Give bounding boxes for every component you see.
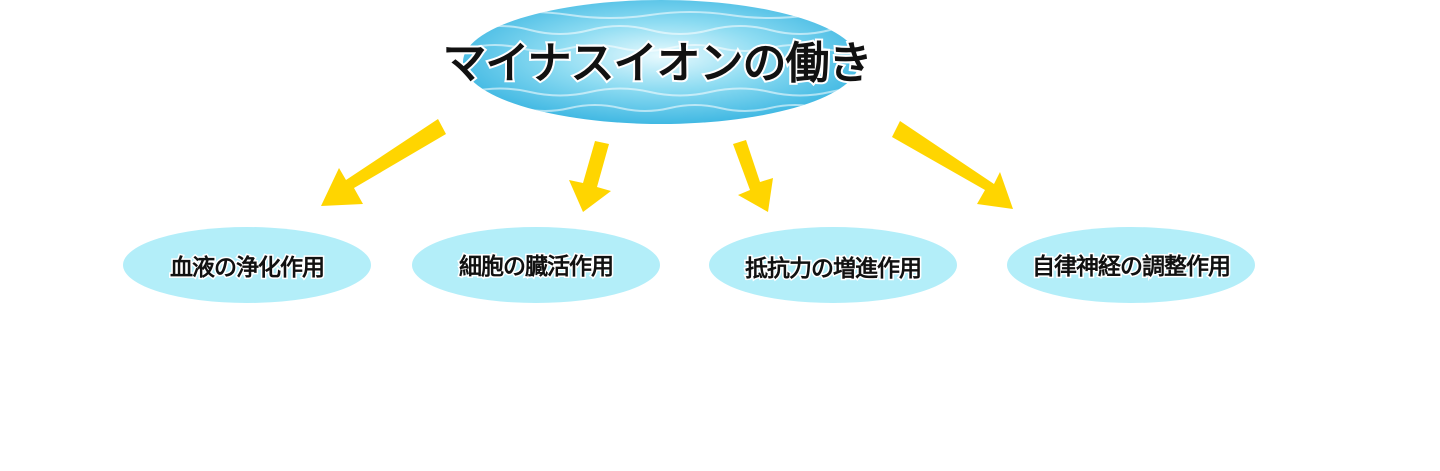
arrow-to-node-3 xyxy=(733,140,773,212)
diagram-title: マイナスイオンの働き xyxy=(442,38,871,89)
node-label: 自律神経の調整作用 xyxy=(1032,253,1230,280)
node-4: 自律神経の調整作用 xyxy=(1007,227,1255,303)
node-label: 抵抗力の増進作用 xyxy=(745,255,921,282)
arrow-to-node-4 xyxy=(892,121,1013,209)
node-label: 細胞の臓活作用 xyxy=(459,253,613,280)
node-label: 血液の浄化作用 xyxy=(170,254,324,281)
arrow-to-node-2 xyxy=(569,141,611,212)
node-3: 抵抗力の増進作用 xyxy=(709,227,957,303)
node-1: 血液の浄化作用 xyxy=(123,227,371,303)
arrows xyxy=(321,119,1013,212)
title-bubble: マイナスイオンの働き xyxy=(440,0,875,124)
arrow-to-node-1 xyxy=(321,119,446,206)
node-2: 細胞の臓活作用 xyxy=(412,227,660,303)
